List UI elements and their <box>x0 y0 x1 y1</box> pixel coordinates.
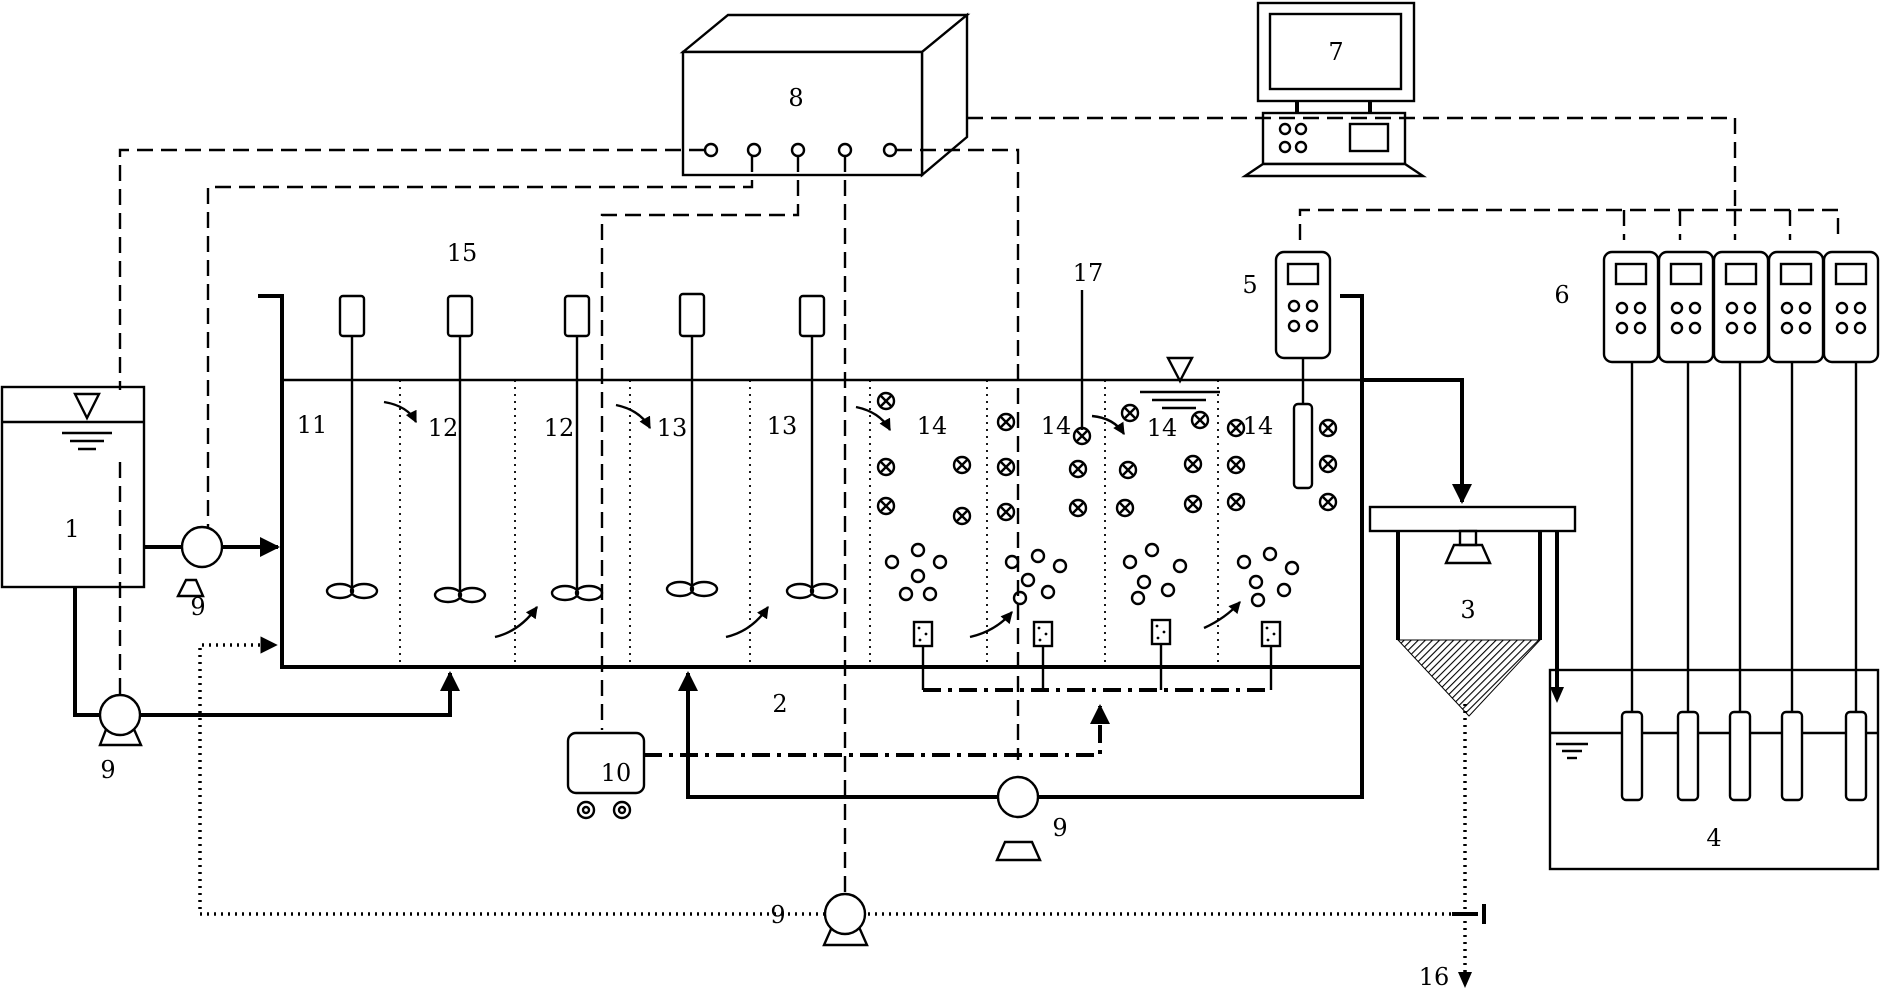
meter-array <box>1602 250 1880 364</box>
label-water-bath: 4 <box>1706 824 1721 852</box>
air-diffusers <box>912 618 1282 692</box>
pump-sludge <box>822 892 869 947</box>
label-single-meter: 5 <box>1242 271 1257 299</box>
reactor-tank <box>258 294 1462 669</box>
pump-feed <box>176 525 224 598</box>
label-zone-14a: 14 <box>917 412 948 440</box>
label-discharge: 16 <box>1419 963 1450 991</box>
controller-port-2[interactable] <box>746 142 762 158</box>
feed-tank <box>0 385 146 589</box>
single-meter <box>1274 250 1332 490</box>
label-zone-14b: 14 <box>1041 412 1072 440</box>
aeration-markers <box>876 391 1338 526</box>
label-pump-sludge: 9 <box>770 901 785 929</box>
label-pump-recycle-feed: 9 <box>100 756 115 784</box>
settler <box>1368 505 1577 717</box>
stirrer-1 <box>325 294 379 600</box>
label-computer: 7 <box>1328 38 1343 66</box>
air-compressor <box>566 731 646 820</box>
label-stirrers: 15 <box>447 239 478 267</box>
label-meter-array: 6 <box>1554 281 1569 309</box>
label-pump-return: 9 <box>1052 814 1067 842</box>
stirrer-3 <box>550 294 604 602</box>
label-pump-feed: 9 <box>190 593 205 621</box>
stirrer-2 <box>433 294 487 604</box>
pump-recycle-feed <box>98 693 143 747</box>
stirrer-4 <box>665 292 719 598</box>
internal-flow-arrows <box>383 400 1241 639</box>
controller-box <box>679 12 971 178</box>
label-zone-12a: 12 <box>428 414 459 442</box>
label-zone-13a: 13 <box>657 414 688 442</box>
air-bubbles <box>884 542 1300 608</box>
label-zone-12b: 12 <box>544 414 575 442</box>
stirrer-5 <box>785 294 839 600</box>
pump-return <box>995 775 1042 862</box>
label-controller: 8 <box>788 84 803 112</box>
label-zone-14c: 14 <box>1147 414 1178 442</box>
label-zone-13b: 13 <box>767 412 798 440</box>
label-zone-11: 11 <box>297 411 328 439</box>
computer <box>1241 1 1427 178</box>
water-bath <box>1548 362 1880 871</box>
label-feed-tank: 1 <box>64 515 79 543</box>
label-reactor: 2 <box>772 690 787 718</box>
label-air-compressor: 10 <box>601 759 632 787</box>
label-settler: 3 <box>1460 596 1475 624</box>
label-zone-14d: 14 <box>1243 412 1274 440</box>
label-probe: 17 <box>1073 259 1104 287</box>
